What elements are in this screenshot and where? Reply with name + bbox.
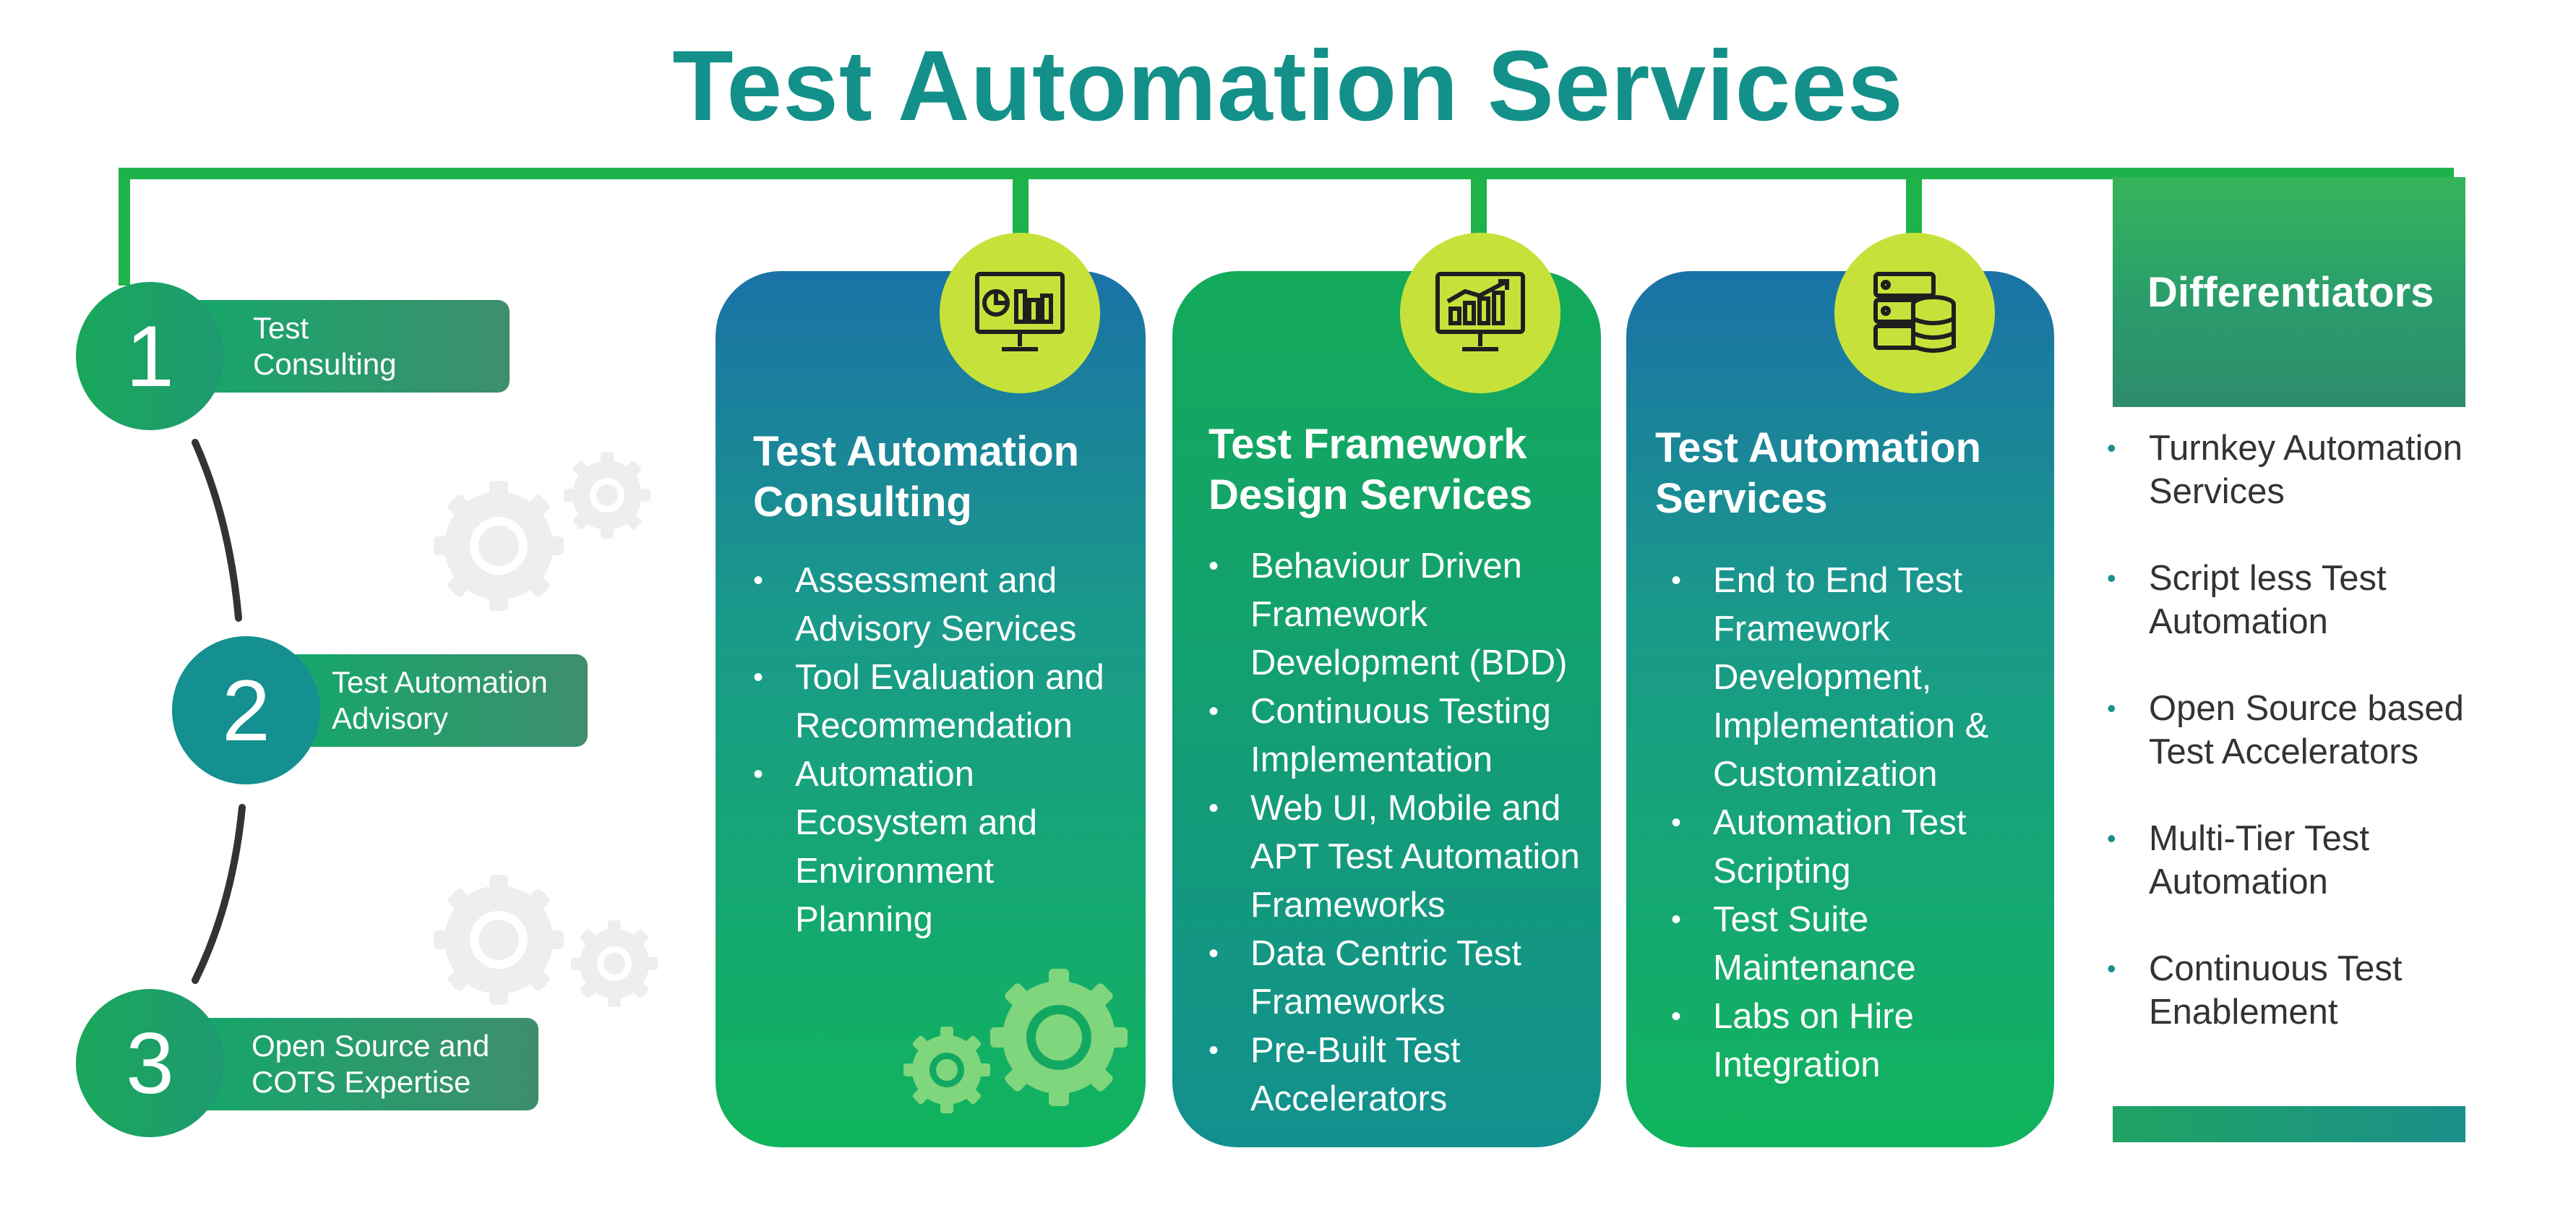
step-number: 2 bbox=[222, 661, 270, 759]
step-circle-1: 1 bbox=[76, 282, 224, 430]
gear-icon bbox=[903, 969, 1128, 1113]
card-list: Assessment and Advisory Services Tool Ev… bbox=[753, 557, 1129, 944]
step-circle-3: 3 bbox=[76, 989, 224, 1137]
list-item: Web UI, Mobile and APT Test Automation F… bbox=[1208, 784, 1592, 930]
card-test-automation-services: Test Automation Services End to End Test… bbox=[1626, 271, 2054, 1147]
list-item: Script less Test Automation bbox=[2107, 557, 2483, 643]
list-item: Data Centric Test Frameworks bbox=[1208, 930, 1592, 1027]
differentiators-header: Differentiators bbox=[2113, 177, 2465, 407]
step-number: 1 bbox=[126, 307, 174, 405]
step-number: 3 bbox=[126, 1014, 174, 1112]
differentiators-list: Turnkey Automation Services Script less … bbox=[2107, 427, 2483, 1077]
list-item: Automation Ecosystem and Environment Pla… bbox=[753, 750, 1129, 944]
gear-icon bbox=[434, 452, 651, 611]
gear-icon bbox=[434, 875, 658, 1007]
card-title: Test Automation Consulting bbox=[753, 428, 1080, 526]
step-label-text: Open Source and COTS Expertise bbox=[252, 1029, 490, 1099]
server-database-icon bbox=[1834, 233, 1995, 393]
card-title: Test Framework Design Services bbox=[1208, 421, 1533, 518]
step-label-1: Test Consulting bbox=[173, 300, 510, 393]
list-item: Tool Evaluation and Recommendation bbox=[753, 654, 1129, 750]
list-item: Continuous Test Enablement bbox=[2107, 947, 2483, 1034]
monitor-chart-icon bbox=[940, 233, 1100, 393]
list-item: Assessment and Advisory Services bbox=[753, 557, 1129, 654]
list-item: Test Suite Maintenance bbox=[1671, 896, 2040, 993]
list-item: Continuous Testing Implementation bbox=[1208, 688, 1592, 784]
card-list: End to End Test Framework Development, I… bbox=[1671, 557, 2040, 1089]
list-item: End to End Test Framework Development, I… bbox=[1671, 557, 2040, 799]
step-label-text: Test Automation Advisory bbox=[332, 665, 548, 735]
card-test-framework-design-services: Test Framework Design Services Behaviour… bbox=[1172, 271, 1601, 1147]
list-item: Turnkey Automation Services bbox=[2107, 427, 2483, 513]
growth-chart-icon bbox=[1400, 233, 1560, 393]
card-list: Behaviour Driven Framework Development (… bbox=[1208, 542, 1592, 1123]
list-item: Behaviour Driven Framework Development (… bbox=[1208, 542, 1592, 688]
step-label-2: Test Automation Advisory bbox=[285, 654, 588, 747]
list-item: Automation Test Scripting bbox=[1671, 799, 2040, 896]
step-circle-2: 2 bbox=[172, 636, 320, 784]
list-item: Multi-Tier Test Automation bbox=[2107, 817, 2483, 904]
list-item: Pre-Built Test Accelerators bbox=[1208, 1027, 1592, 1123]
step-label-3: Open Source and COTS Expertise bbox=[173, 1018, 538, 1110]
page-title: Test Automation Services bbox=[672, 30, 1904, 142]
list-item: Labs on Hire Integration bbox=[1671, 993, 2040, 1089]
card-title: Test Automation Services bbox=[1655, 424, 1982, 522]
differentiators-title: Differentiators bbox=[2147, 268, 2434, 316]
list-item: Open Source based Test Accelerators bbox=[2107, 687, 2483, 774]
step-label-text: Test Consulting bbox=[253, 311, 397, 381]
card-test-automation-consulting: Test Automation Consulting Assessment an… bbox=[716, 271, 1146, 1147]
differentiators-footer-bar bbox=[2113, 1106, 2465, 1142]
